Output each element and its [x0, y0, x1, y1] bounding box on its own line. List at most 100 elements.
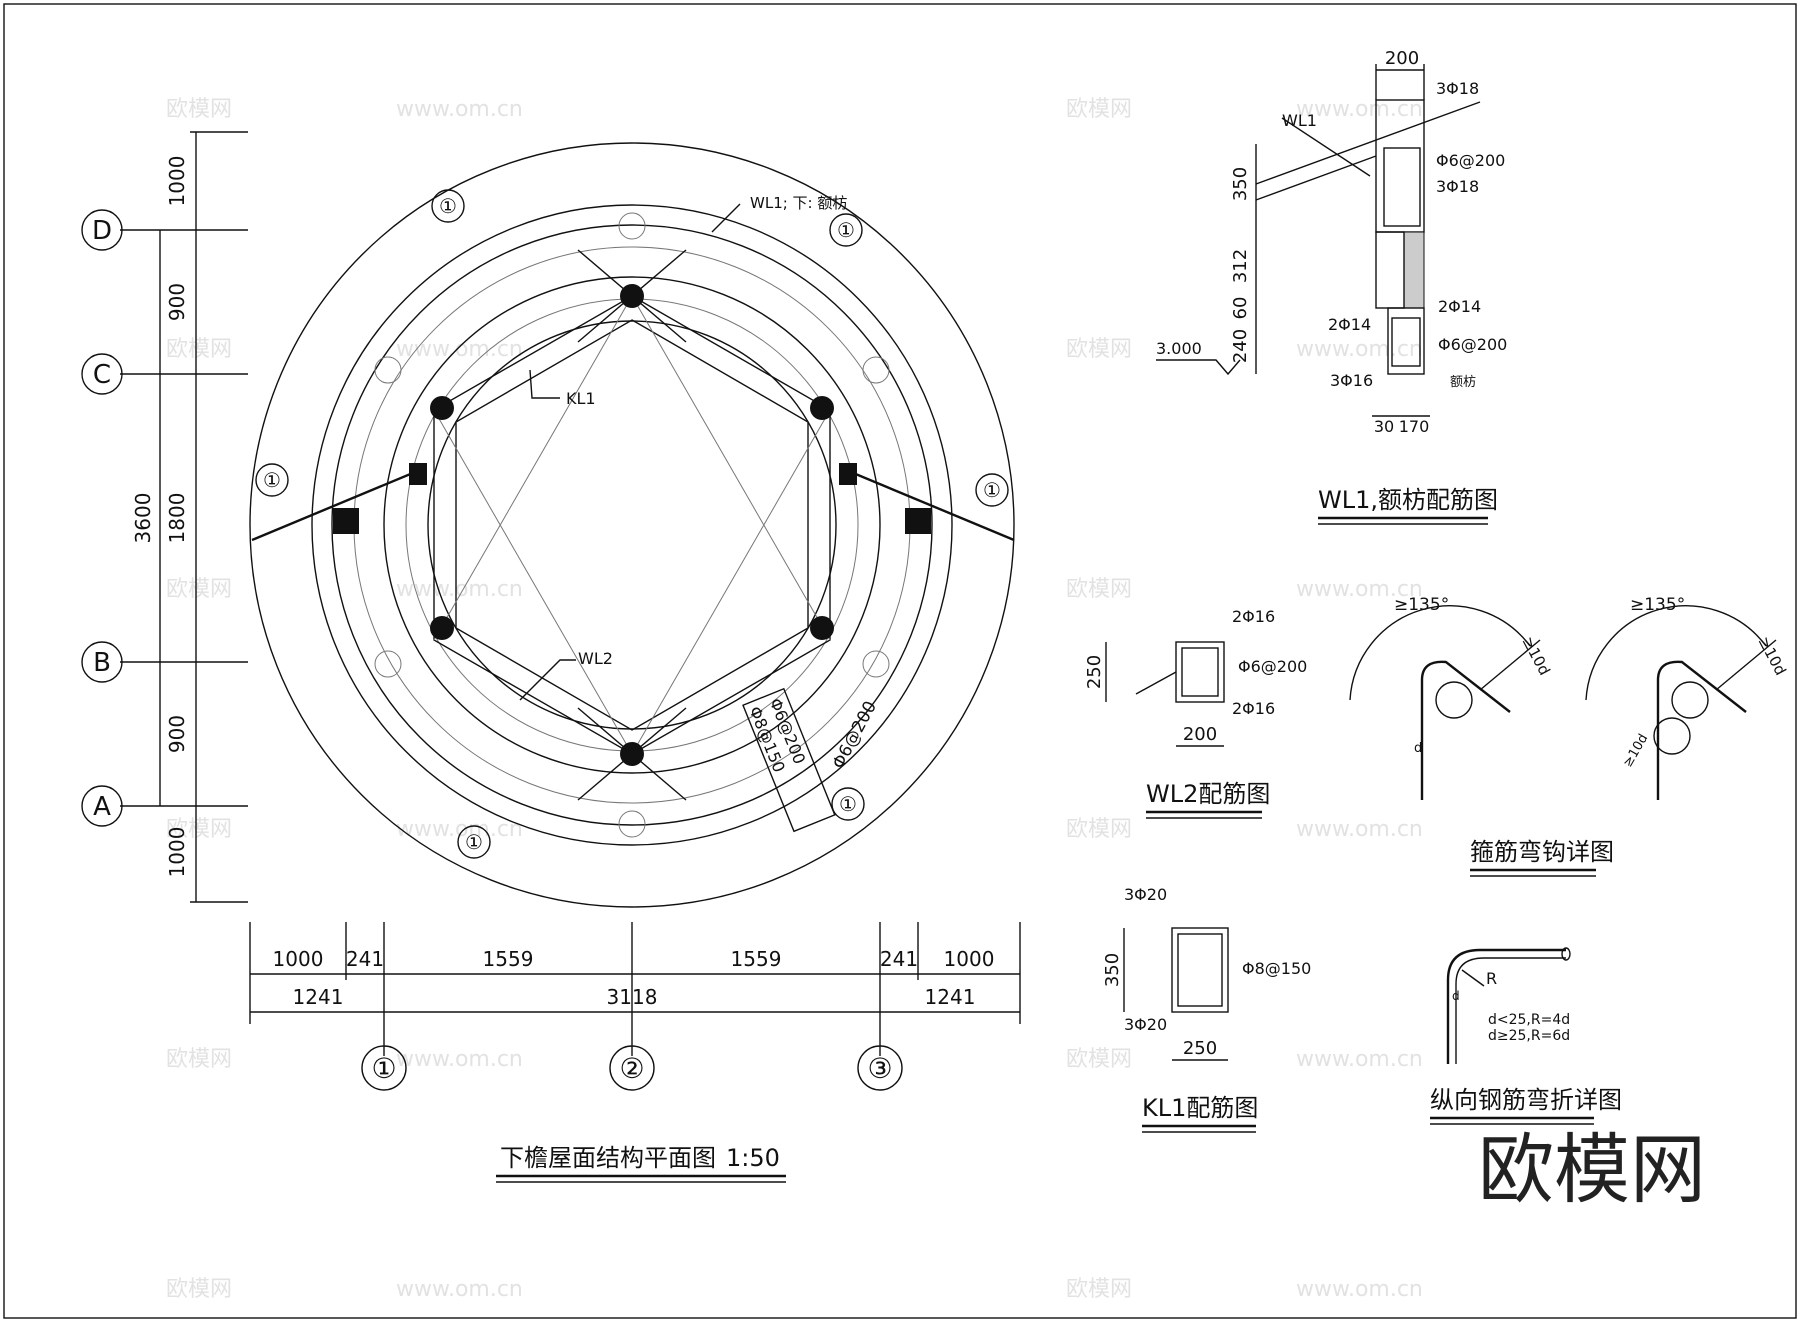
column — [620, 284, 644, 308]
bend-d: d — [1452, 989, 1460, 1003]
rebar-2d14-r: 2Φ14 — [1438, 297, 1481, 316]
watermark-url: www.om.cn — [1296, 97, 1423, 122]
wl2-detail: 250 200 2Φ16 Φ6@200 2Φ16 WL2配筋图 — [1084, 607, 1307, 819]
watermark-layer: 欧模网 www.om.cn 欧模网 www.om.cn 欧模网 www.om.cn 欧模网 w… — [166, 97, 1423, 1302]
wl2-stirrup — [1181, 647, 1219, 697]
watermark-cn: 欧模网 — [1066, 817, 1132, 842]
watermark-cn: 欧模网 — [166, 577, 232, 602]
watermark-cn: 欧模网 — [1066, 577, 1132, 602]
wl1-level: 3.000 — [1156, 339, 1202, 358]
rebar-d6-200-b: Φ6@200 — [1438, 335, 1507, 354]
kl1-leader — [529, 369, 560, 399]
hdim-3: 1559 — [483, 947, 534, 971]
hook-len-1: ≥10d — [1518, 633, 1553, 678]
wl1-leader — [1281, 117, 1371, 177]
axis-bubble — [361, 1045, 407, 1091]
plan-title: 下檐屋面结构平面图 — [500, 1144, 716, 1172]
watermark-url: www.om.cn — [1296, 1047, 1423, 1072]
plan-scale: 1:50 — [726, 1144, 780, 1172]
wl2-rebar-stirrup: Φ6@200 — [1238, 657, 1307, 676]
column — [430, 396, 454, 420]
rebar-d6-200: Φ6@200 — [1436, 151, 1505, 170]
hook-arc-2 — [1585, 605, 1767, 701]
axis-number-2: ② — [619, 1052, 644, 1085]
wl1-dim-240: 240 — [1230, 329, 1251, 363]
lintel-stirrup — [1391, 317, 1421, 367]
watermark-url: www.om.cn — [1296, 577, 1423, 602]
hdim-6: 1000 — [944, 947, 995, 971]
kl1-rebar-bot: 3Φ20 — [1124, 1015, 1167, 1034]
wl2-leader — [519, 659, 576, 701]
watermark-cn: 欧模网 — [166, 1277, 232, 1302]
watermark-url: www.om.cn — [1296, 1277, 1423, 1302]
mark-text: ① — [439, 194, 457, 218]
watermark-cn: 欧模网 — [1066, 1277, 1132, 1302]
axis-letter-d: D — [92, 216, 112, 246]
rafter-right — [845, 468, 1015, 542]
wl2-dim-200: 200 — [1183, 724, 1217, 745]
hook-angle-1: ≥135° — [1394, 595, 1449, 615]
wall-hatch — [1403, 231, 1425, 309]
mark-circle — [457, 825, 491, 859]
hook-detail-title: 箍筋弯钩详图 — [1470, 838, 1614, 866]
axis-bubble — [609, 1045, 655, 1091]
axis-bubble — [81, 353, 123, 395]
bend-r-leader — [1461, 969, 1485, 987]
rafter-left — [251, 468, 421, 542]
ring-node — [618, 212, 646, 240]
kl1-detail-title: KL1配筋图 — [1142, 1094, 1258, 1122]
mark-text: ① — [465, 830, 483, 854]
axis-number-1: ① — [371, 1052, 396, 1085]
post-right-outer — [905, 508, 931, 534]
ring-node — [374, 356, 402, 384]
wl1-dim-30: 30 — [1374, 417, 1394, 436]
hexagon-inner — [455, 319, 809, 731]
bend-detail-title: 纵向钢筋弯折详图 — [1430, 1086, 1622, 1114]
vdim-3: 1800 — [165, 493, 189, 544]
hdim-4: 1559 — [731, 947, 782, 971]
axis-bubble — [81, 641, 123, 683]
wl1-dim-350: 350 — [1230, 167, 1251, 201]
rebar-3d16: 3Φ16 — [1330, 371, 1373, 390]
kl1-label: KL1 — [566, 389, 596, 408]
wl2-section — [1175, 641, 1225, 703]
wl2-dim-250: 250 — [1084, 655, 1105, 689]
watermark-cn: 欧模网 — [166, 337, 232, 362]
hook-arc-1 — [1349, 605, 1531, 701]
watermark-cn: 欧模网 — [1066, 1047, 1132, 1072]
vdim-5: 1000 — [165, 827, 189, 878]
rebar-callout-box — [742, 687, 836, 833]
vertical-dimensions: 1000 900 1800 900 1000 3600 — [131, 131, 248, 903]
wl1-label: WL1; 下: 额枋 — [750, 194, 847, 212]
post-left-outer — [333, 508, 359, 534]
wl1-detail-title: WL1,额枋配筋图 — [1318, 486, 1498, 514]
hook-len-2: ≥10d — [1754, 633, 1789, 678]
column — [620, 742, 644, 766]
bend-r: R — [1486, 969, 1497, 988]
rebar-2d14-l: 2Φ14 — [1328, 315, 1371, 334]
ring-5 — [383, 276, 881, 774]
mark-text: ① — [839, 792, 857, 816]
lintel-label: 额枋 — [1450, 374, 1476, 390]
hook-d-1: d — [1414, 741, 1422, 756]
kl1-stirrup — [1177, 933, 1223, 1007]
star-line-2 — [631, 295, 831, 641]
lintel — [1387, 307, 1425, 375]
wl2-detail-title: WL2配筋图 — [1146, 780, 1270, 808]
mark-circle — [831, 787, 865, 821]
rebar-3d18-top: 3Φ18 — [1436, 79, 1479, 98]
post-right-inner — [839, 463, 857, 485]
wl2-rebar-top: 2Φ16 — [1232, 607, 1275, 626]
htotal-2: 3118 — [607, 985, 658, 1009]
hook-bar-1 — [1420, 660, 1511, 800]
watermark-cn: 欧模网 — [166, 1047, 232, 1072]
star-line-1 — [433, 295, 633, 641]
post-left-inner — [409, 463, 427, 485]
wl1-dim-200: 200 — [1385, 48, 1419, 69]
sheet-border — [3, 3, 1797, 1319]
bend-bar-inner — [1455, 957, 1566, 1064]
level-symbol — [1156, 359, 1241, 376]
star-line-4 — [631, 409, 831, 755]
